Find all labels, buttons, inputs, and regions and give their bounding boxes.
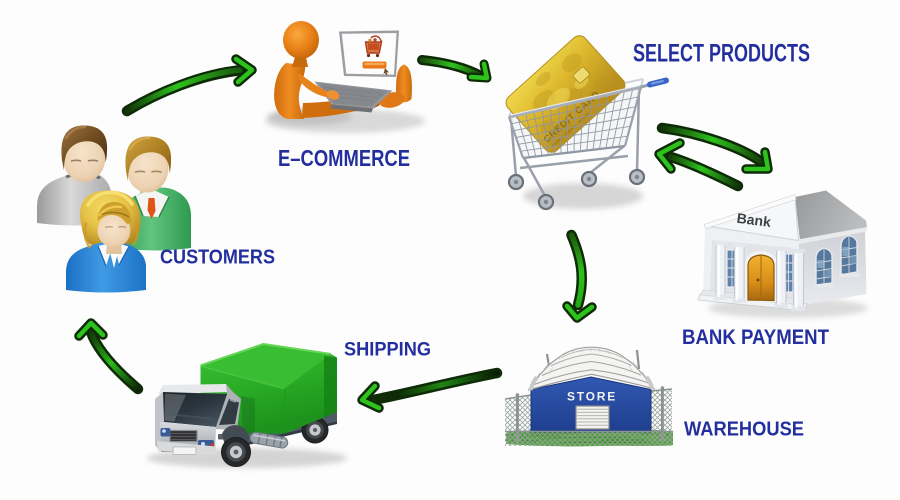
svg-text:STORE: STORE: [567, 390, 617, 404]
svg-text:CUSTOMERS: CUSTOMERS: [160, 246, 275, 269]
svg-text:WAREHOUSE: WAREHOUSE: [684, 418, 804, 441]
svg-text:BANK PAYMENT: BANK PAYMENT: [682, 326, 829, 349]
svg-text:SHIPPING: SHIPPING: [344, 339, 431, 361]
svg-text:Bank: Bank: [736, 210, 772, 230]
svg-text:SELECT PRODUCTS: SELECT PRODUCTS: [633, 40, 810, 68]
svg-text:E–COMMERCE: E–COMMERCE: [278, 145, 410, 171]
